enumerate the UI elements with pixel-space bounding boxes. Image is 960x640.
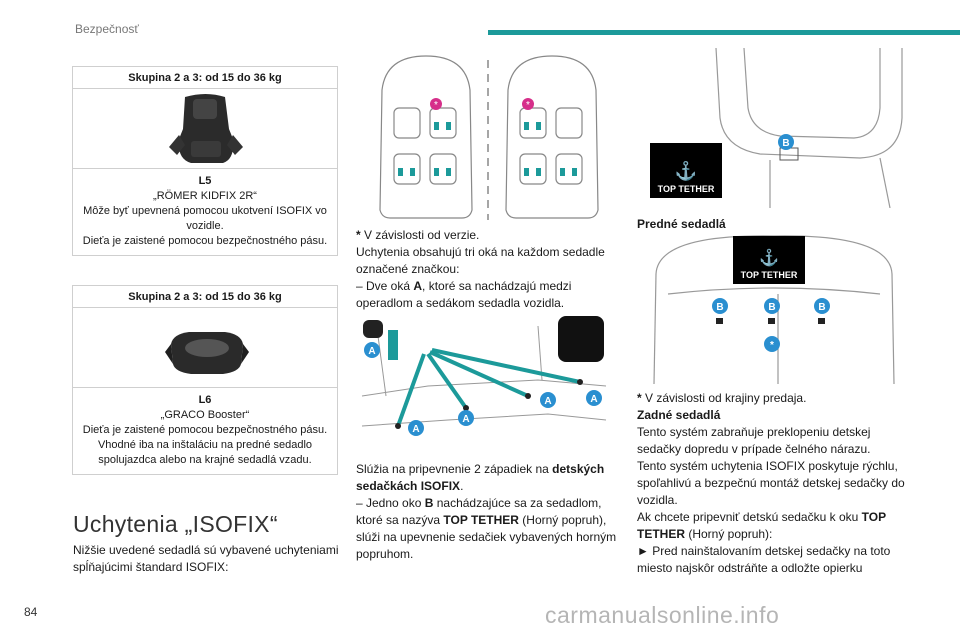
seat-note: Dieťa je zaistené pomocou bezpečnostného…	[82, 235, 328, 247]
label-b: B	[768, 302, 775, 313]
top-tether-label: TOP TETHER	[740, 270, 798, 280]
seat-code: L5	[198, 175, 212, 187]
rear-seats-heading: Zadné sedadlá	[637, 408, 721, 422]
seat-model: „RÖMER KIDFIX 2R“	[153, 190, 257, 202]
anchors-a-paragraph: – Dve oká A, ktoré sa nachádzajú medzi o…	[356, 279, 572, 310]
label-a: A	[412, 424, 419, 435]
isofix-intro: Nižšie uvedené sedadlá sú vybavené uchyt…	[73, 543, 339, 574]
version-note: * V závislosti od verzie.	[356, 228, 480, 242]
rear-seat-diagram: B B B *	[653, 235, 895, 384]
rear-paragraph-4: ► Pred nainštalovaním detskej sedačky na…	[637, 544, 891, 575]
rear-paragraph-1: Tento systém zabraňuje preklopeniu detsk…	[637, 425, 871, 456]
front-seats-heading: Predné sedadlá	[637, 217, 726, 231]
label-b: B	[716, 302, 723, 313]
table-heading: Skupina 2 a 3: od 15 do 36 kg	[73, 286, 337, 308]
top-tether-badge: ⚓ TOP TETHER	[650, 143, 722, 198]
seat-image-l5	[73, 89, 337, 169]
seat-table-l6: Skupina 2 a 3: od 15 do 36 kg L6 „GRACO …	[72, 285, 338, 475]
section-header: Bezpečnosť	[75, 22, 139, 36]
seat-note: Môže byť upevnená pomocou ukotvení ISOFI…	[83, 205, 327, 232]
star-marker: *	[434, 100, 438, 111]
star-marker: *	[770, 340, 774, 351]
header-accent-bar	[488, 30, 960, 35]
latches-paragraph: Slúžia na pripevnenie 2 západiek na dets…	[356, 462, 605, 493]
seat-note: Dieťa je zaistené pomocou bezpečnostného…	[82, 424, 328, 436]
anchors-paragraph: Uchytenia obsahujú tri oká na každom sed…	[356, 245, 605, 276]
seat-model: „GRACO Booster“	[160, 409, 250, 421]
seat-code: L6	[198, 394, 212, 406]
isofix-anchor-diagram: A A A A A	[361, 316, 607, 436]
label-a: A	[590, 394, 597, 405]
page-number: 84	[24, 605, 38, 619]
anchor-b-paragraph: – Jedno oko B nachádzajúce sa za sedadlo…	[356, 496, 617, 561]
star-marker: *	[526, 100, 530, 111]
top-tether-badge: ⚓ TOP TETHER	[733, 236, 805, 284]
label-b: B	[818, 302, 825, 313]
seat-note: Vhodné iba na inštaláciu na predné sedad…	[97, 439, 313, 466]
table-description: L5 „RÖMER KIDFIX 2R“ Môže byť upevnená p…	[73, 169, 337, 255]
table-heading: Skupina 2 a 3: od 15 do 36 kg	[73, 67, 337, 89]
watermark: carmanualsonline.info	[545, 602, 780, 628]
top-tether-label: TOP TETHER	[657, 184, 715, 194]
country-note: * V závislosti od krajiny predaja.	[637, 391, 807, 405]
front-seat-diagram: B	[715, 48, 903, 208]
car-topview-diagram: * *	[379, 55, 599, 220]
seat-table-l5: Skupina 2 a 3: od 15 do 36 kg L5 „RÖMER …	[72, 66, 338, 256]
label-a: A	[368, 346, 375, 357]
table-description: L6 „GRACO Booster“ Dieťa je zaistené pom…	[73, 388, 337, 474]
isofix-title: Uchytenia „ISOFIX“	[73, 511, 278, 537]
rear-paragraph-2: Tento systém uchytenia ISOFIX poskytuje …	[637, 459, 905, 507]
label-b: B	[782, 138, 789, 149]
label-a: A	[462, 414, 469, 425]
label-a: A	[544, 396, 551, 407]
rear-paragraph-3: Ak chcete pripevniť detskú sedačku k oku…	[637, 510, 886, 541]
seat-image-l6	[73, 308, 337, 388]
